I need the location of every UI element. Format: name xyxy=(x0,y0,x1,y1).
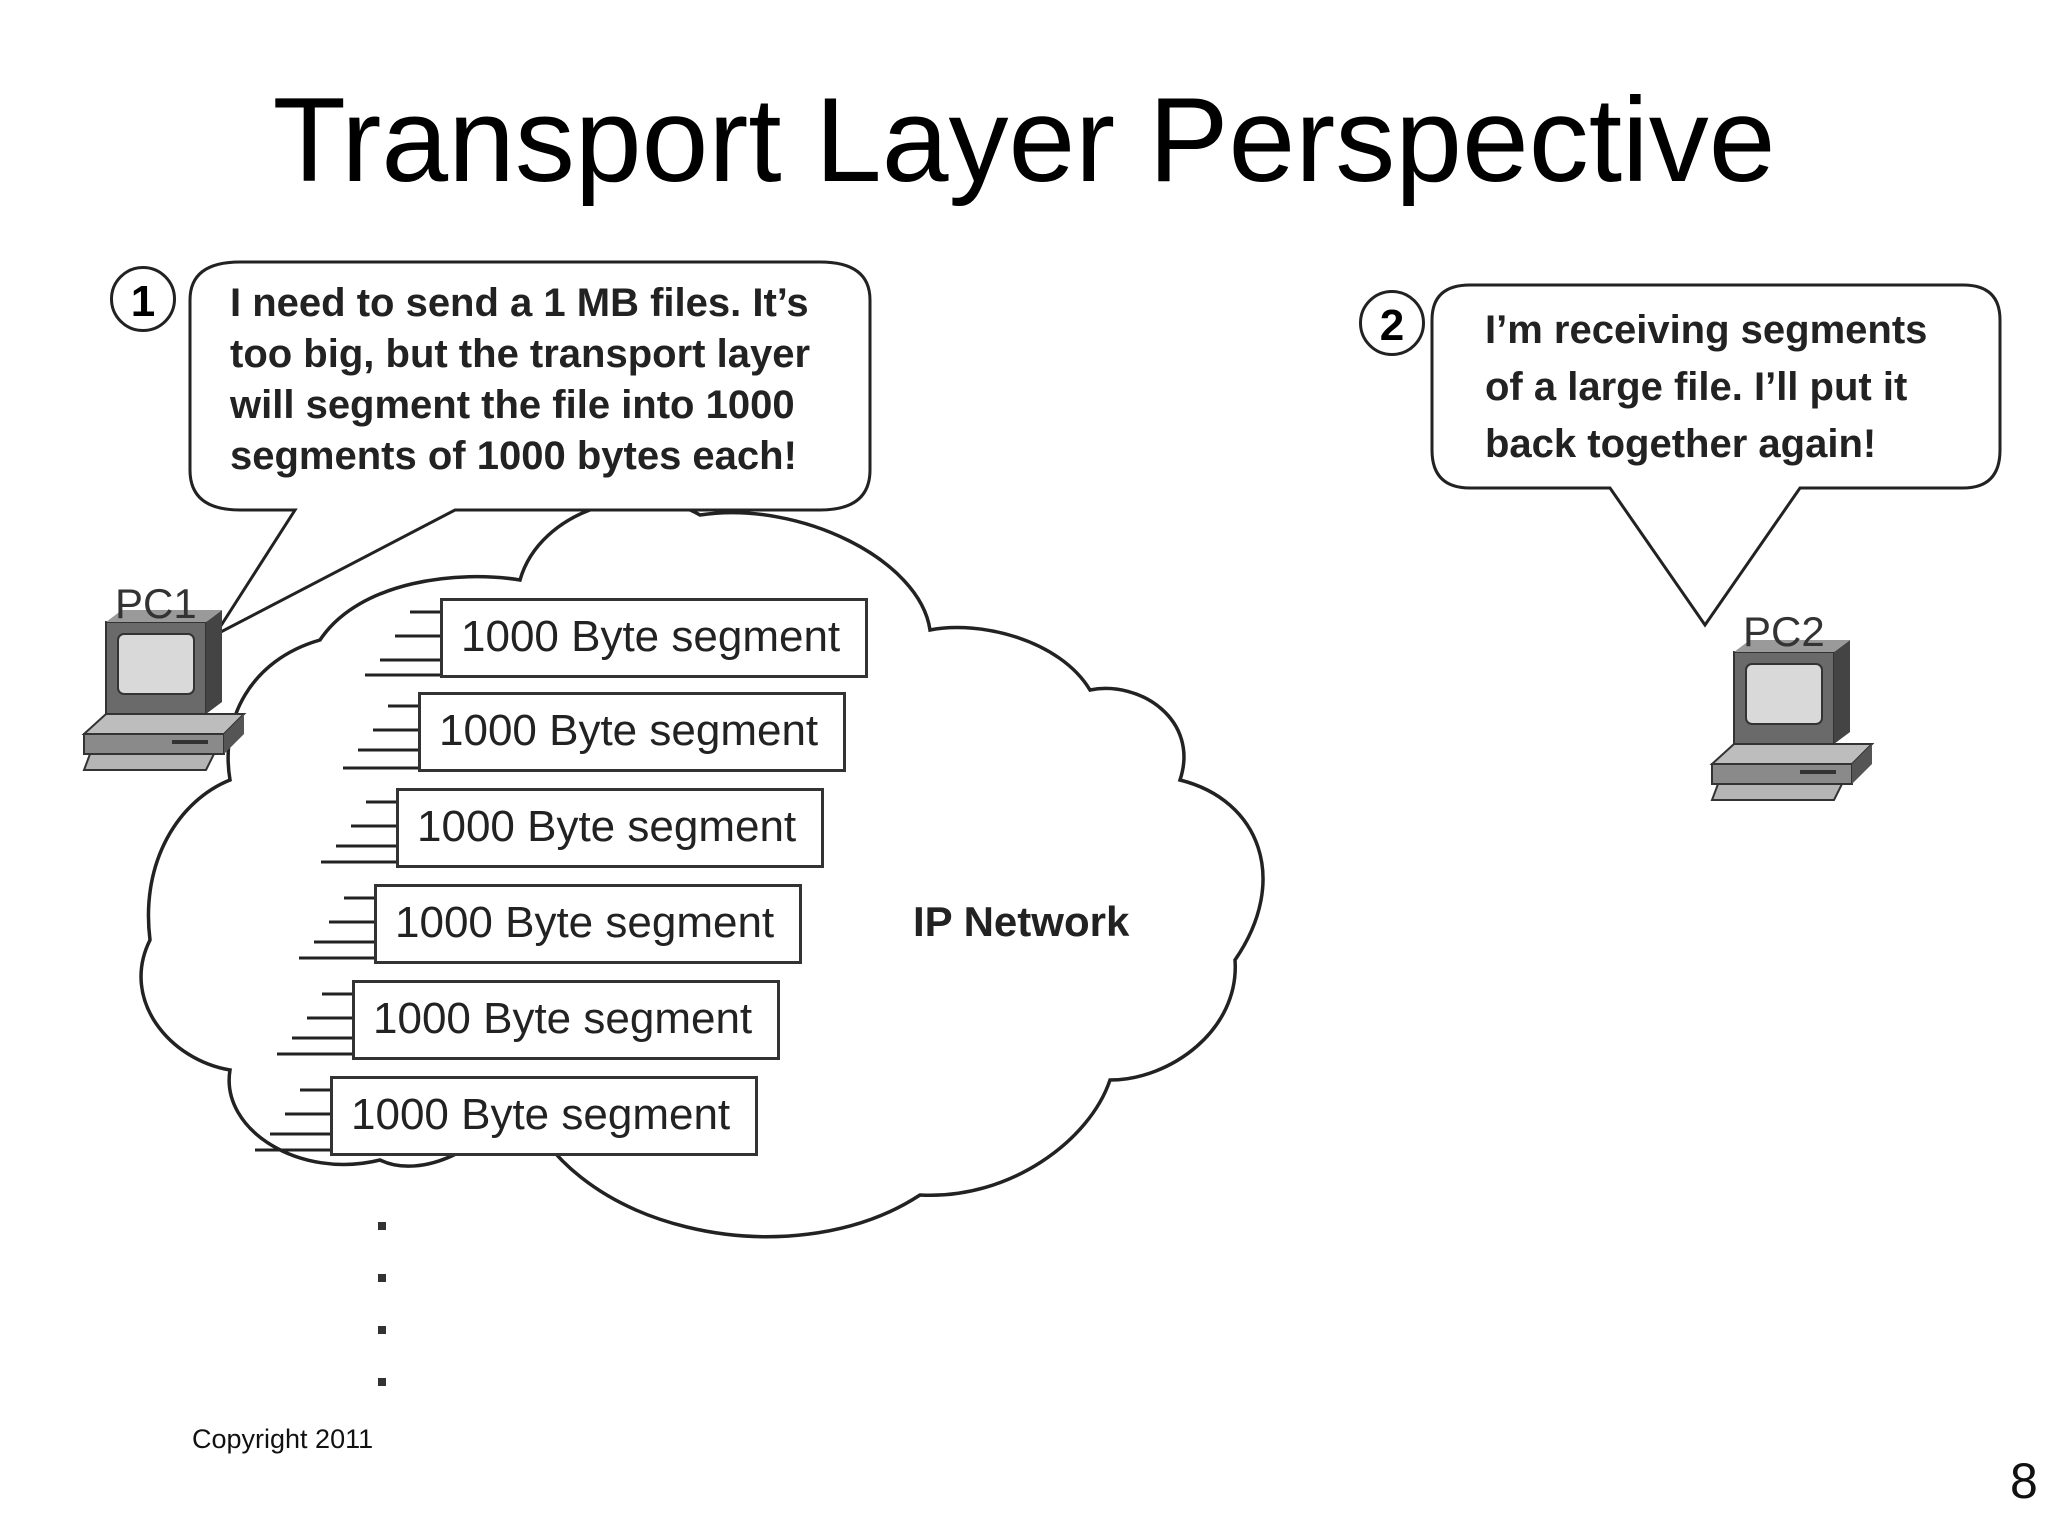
page-title: Transport Layer Perspective xyxy=(272,73,1776,207)
page-number: 8 xyxy=(2010,1453,2038,1509)
continuation-dot xyxy=(378,1274,386,1282)
bubble-2-line: I’m receiving segments xyxy=(1485,308,1928,352)
segment-box: 1000 Byte segment xyxy=(440,598,868,678)
continuation-dot xyxy=(378,1222,386,1230)
bubble-2-line: of a large file. I’ll put it xyxy=(1485,365,1908,409)
ip-network-label: IP Network xyxy=(913,898,1130,945)
step-1-badge: 1 xyxy=(110,266,176,332)
bubble-1-line: will segment the file into 1000 xyxy=(230,383,795,427)
bubble-1-text: I need to send a 1 MB files. It’s too bi… xyxy=(230,278,810,482)
segment-box: 1000 Byte segment xyxy=(418,692,846,772)
segment-box: 1000 Byte segment xyxy=(396,788,824,868)
bubble-1-line: too big, but the transport layer xyxy=(230,332,811,376)
step-2-badge: 2 xyxy=(1359,290,1425,356)
pc1-label: PC1 xyxy=(115,580,197,627)
speech-bubble-2 xyxy=(1430,283,2002,628)
segment-box: 1000 Byte segment xyxy=(374,884,802,964)
bubble-1-line: I need to send a 1 MB files. It’s xyxy=(230,281,809,325)
copyright-text: Copyright 2011 xyxy=(192,1424,374,1454)
pc2-computer-icon xyxy=(1709,640,1875,801)
bubble-1-line: segments of 1000 bytes each! xyxy=(230,434,797,478)
speech-bubble-1 xyxy=(188,260,872,639)
segment-tails xyxy=(255,610,440,1152)
segment-box: 1000 Byte segment xyxy=(330,1076,758,1156)
continuation-dot xyxy=(378,1326,386,1334)
bubble-2-text: I’m receiving segments of a large file. … xyxy=(1485,302,1927,473)
segment-box: 1000 Byte segment xyxy=(352,980,780,1060)
continuation-dot xyxy=(378,1378,386,1386)
pc1-computer-icon xyxy=(81,610,247,771)
bubble-2-line: back together again! xyxy=(1485,422,1877,466)
pc2-label: PC2 xyxy=(1743,608,1825,655)
